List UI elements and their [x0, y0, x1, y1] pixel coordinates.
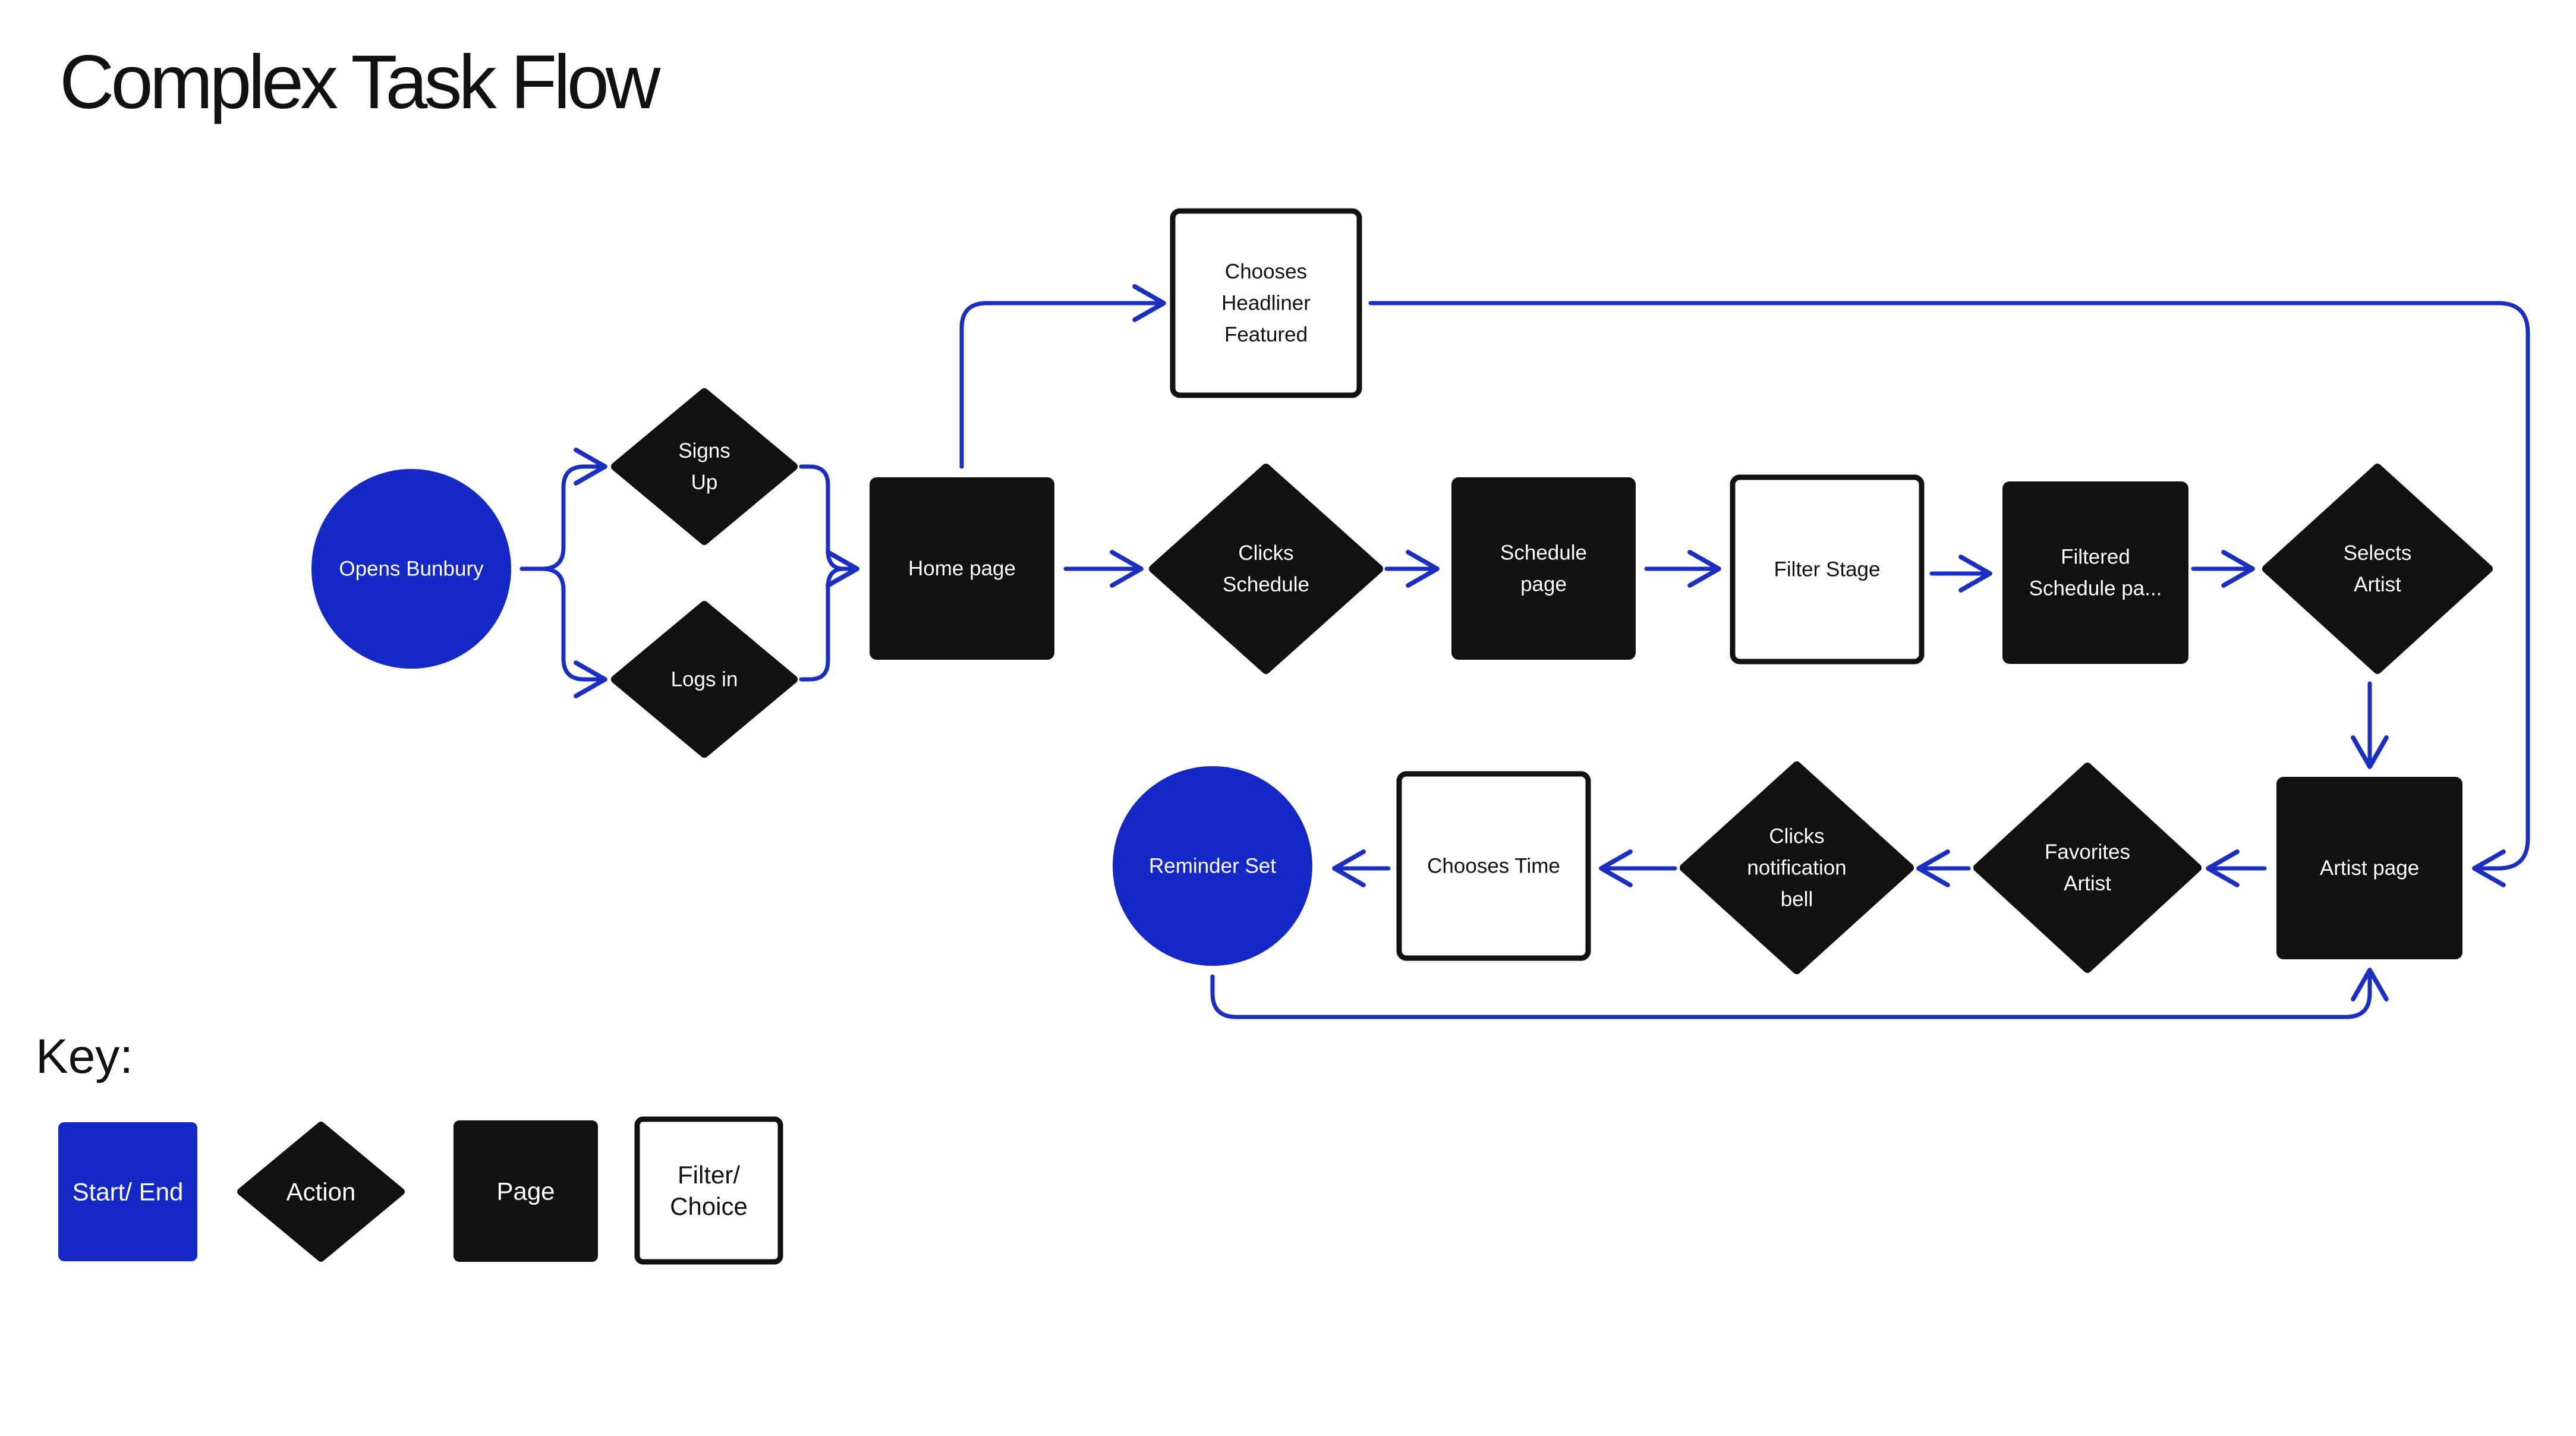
key-page-box: [454, 1120, 598, 1262]
node-label: Chooses Time: [1427, 855, 1560, 878]
legend-key: Start/ End Action Page Filter/Choice: [58, 1116, 783, 1265]
filter-choice-box: [1730, 474, 1925, 665]
start-end-circle: [1113, 766, 1312, 966]
connector-arrows: [519, 284, 2530, 1019]
node-home-page[interactable]: Home page: [870, 477, 1054, 660]
key-item-filter-choice: Filter/Choice: [634, 1116, 783, 1265]
node-label: Featured: [1224, 323, 1308, 347]
node-label: Favorites: [2045, 840, 2130, 864]
node-label: Artist page: [2320, 856, 2419, 880]
arrow-home-page-to-chooses-headliner: [959, 284, 1166, 469]
node-reminder-set[interactable]: Reminder Set: [1113, 766, 1312, 966]
node-filter-stage[interactable]: Filter Stage: [1730, 474, 1925, 665]
start-end-circle: [311, 469, 511, 669]
filter-choice-box: [1170, 208, 1362, 398]
key-label: Action: [286, 1178, 356, 1206]
node-chooses-time[interactable]: Chooses Time: [1396, 771, 1591, 961]
node-label: Schedule: [1500, 541, 1587, 565]
key-label: Choice: [670, 1192, 748, 1220]
node-label: Chooses: [1225, 260, 1307, 284]
key-item-page: Page: [454, 1120, 598, 1262]
key-item-start-end: Start/ End: [58, 1122, 197, 1261]
key-action-diamond: [237, 1122, 405, 1262]
arrow-opens-bunbury-to-signs-up: [519, 448, 607, 571]
node-label: Reminder Set: [1149, 855, 1276, 878]
node-schedule-page[interactable]: Schedule page: [1451, 477, 1636, 660]
node-label: Up: [691, 471, 718, 494]
node-label: Artist: [2354, 573, 2401, 596]
node-label: Filtered: [2061, 546, 2130, 569]
page-box: [870, 477, 1054, 660]
node-label: Artist: [2064, 872, 2111, 895]
key-start-end-swatch: [58, 1122, 197, 1261]
node-logs-in[interactable]: Logs in: [611, 601, 798, 758]
page-box: [1451, 477, 1636, 660]
key-label: Start/ End: [73, 1178, 184, 1206]
key-label: Filter/: [678, 1161, 740, 1189]
arrow-logs-in-to-home-page: [799, 550, 859, 682]
node-label: Filter Stage: [1774, 558, 1881, 581]
action-diamond: [1149, 464, 1383, 674]
key-filter-choice-box: [634, 1116, 783, 1265]
key-item-action: Action: [237, 1122, 405, 1262]
arrow-signs-up-to-home-page: [799, 464, 859, 588]
action-diamond: [611, 601, 798, 758]
node-label: Opens Bunbury: [339, 558, 484, 581]
node-label: Logs in: [671, 668, 738, 691]
arrow-opens-bunbury-to-logs-in: [519, 566, 607, 698]
node-label: bell: [1781, 888, 1813, 911]
node-label: Signs: [678, 439, 730, 462]
page-box: [2002, 481, 2188, 664]
action-diamond: [611, 388, 798, 545]
arrow-chooses-headliner-to-artist-page: [1368, 301, 2530, 887]
arrow-reminder-set-to-artist-page: [1210, 968, 2389, 1019]
node-label: Clicks: [1238, 541, 1293, 565]
filter-choice-box: [1396, 771, 1591, 961]
node-opens-bunbury[interactable]: Opens Bunbury: [311, 469, 511, 669]
node-label: notification: [1747, 856, 1846, 880]
node-label: Headliner: [1221, 292, 1311, 315]
node-label: page: [1520, 573, 1567, 596]
key-title: Key:: [36, 1029, 133, 1084]
node-artist-page[interactable]: Artist page: [2276, 777, 2462, 959]
page-title: Complex Task Flow: [59, 40, 661, 125]
node-label: Schedule pa...: [2029, 577, 2162, 600]
node-label: Schedule: [1223, 573, 1309, 596]
node-label: Selects: [2344, 541, 2412, 565]
key-label: Page: [496, 1177, 555, 1205]
action-diamond: [2262, 464, 2493, 674]
node-clicks-bell[interactable]: Clicks notification bell: [1680, 761, 1914, 974]
node-label: Clicks: [1769, 825, 1824, 848]
node-label: Home page: [908, 557, 1016, 580]
page-box: [2276, 777, 2462, 959]
action-diamond: [1973, 763, 2202, 973]
action-diamond: [1680, 761, 1914, 974]
